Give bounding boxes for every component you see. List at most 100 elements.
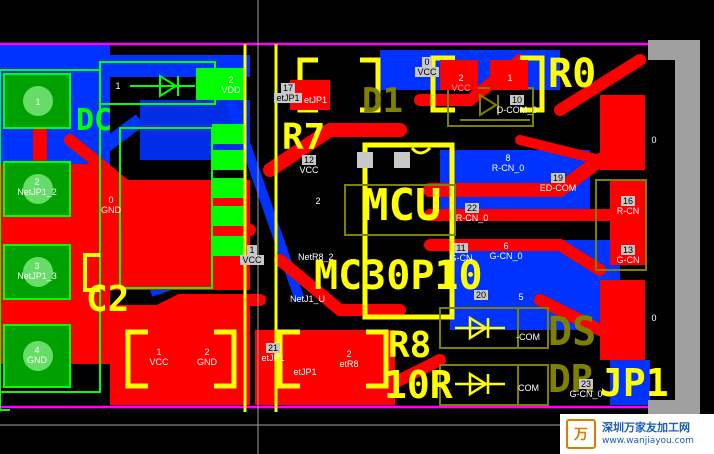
pad-number: 19: [550, 173, 565, 183]
refdes-mcu: MCU: [362, 180, 442, 231]
pad-11[interactable]: 11 G-CN: [446, 240, 476, 266]
pad-number: 2: [458, 73, 464, 83]
pad-net: etJP1: [261, 353, 285, 363]
pad-number: 20: [473, 290, 488, 300]
pad-23[interactable]: 23 G-CN_0: [566, 376, 606, 402]
pad-net: G-CN_0: [569, 389, 603, 399]
pad-r0-1[interactable]: 1: [498, 70, 522, 86]
pad-c2-2[interactable]: 2 GND: [190, 344, 224, 370]
pad-number: 2: [315, 196, 321, 206]
pad-number: 1: [115, 81, 121, 91]
pad-net: NetJP1_2: [17, 187, 57, 197]
pad-net: VCC: [240, 255, 264, 265]
pad-r0-2[interactable]: 2 VCC: [446, 70, 476, 96]
pad-net: G-CN: [616, 255, 640, 265]
pad-8[interactable]: 8 R-CN_0: [488, 150, 528, 176]
pad-c2-1[interactable]: 1 VCC: [142, 344, 176, 370]
pad-net: G-CN: [449, 253, 473, 263]
pad-20[interactable]: 20: [468, 286, 494, 304]
pad-number: 3: [34, 261, 40, 271]
net-label-netr8: NetR8_2: [298, 252, 334, 262]
pad-net: etR8: [339, 359, 359, 369]
pad-number: 4: [34, 345, 40, 355]
pad-number: 10: [509, 95, 524, 105]
pad-conn-1[interactable]: 1: [24, 92, 52, 112]
watermark-title: 深圳万家友加工网: [602, 421, 690, 434]
watermark-url: www.wanjiayou.com: [602, 436, 694, 446]
pad-number: 1: [35, 97, 41, 107]
refdes-ds: DS: [548, 309, 597, 355]
refdes-c2: C2: [86, 279, 130, 320]
pad-6[interactable]: 6 G-CN_0: [486, 238, 526, 264]
pad-2[interactable]: 2: [308, 194, 328, 208]
pad-conn-4[interactable]: 4 GND: [8, 340, 66, 370]
pad-net: VCC: [451, 83, 471, 93]
refdes-r8-value: 10R: [384, 363, 453, 407]
pad-net: GND: [27, 355, 47, 365]
pad-number: 2: [228, 75, 234, 85]
pad-10[interactable]: 10 D-COM_0: [494, 92, 540, 118]
pad-number: 23: [578, 379, 593, 389]
refdes-r0: R0: [548, 51, 597, 97]
pad-jp1-0-top[interactable]: 0: [644, 132, 664, 148]
pad-net: etJP1: [293, 367, 317, 377]
pad-jp1-0-bottom[interactable]: 0: [644, 310, 664, 326]
pad-net: R-CN: [616, 206, 640, 216]
pad-number: 2: [346, 349, 352, 359]
pad-net: GND: [197, 357, 217, 367]
pad-net: VCC: [149, 357, 169, 367]
pad-net: VDD: [221, 85, 241, 95]
pad-number: 1: [507, 73, 513, 83]
pad-12[interactable]: 12 VCC: [292, 152, 326, 178]
pad-net: D-COM_0: [496, 105, 538, 115]
net-label-com-2: COM: [518, 383, 539, 393]
pad-number: 22: [464, 203, 479, 213]
pad-net: etJP1: [274, 93, 302, 103]
refdes-dc: DC: [76, 103, 113, 138]
pad-number: 0: [422, 57, 432, 67]
watermark-logo-icon: 万: [566, 419, 596, 449]
pad-conn-3[interactable]: 3 NetJP1_3: [8, 256, 66, 286]
net-label-com-1: -COM: [516, 332, 540, 342]
pad-net: R-CN_0: [491, 163, 525, 173]
pad-21[interactable]: 21 etJP1: [256, 340, 290, 366]
pad-net: GND: [101, 205, 121, 215]
pad-dc-1[interactable]: 1: [108, 78, 128, 94]
pad-net: VCC: [415, 67, 439, 77]
pad-number: 6: [503, 241, 509, 251]
pad-0-vcc[interactable]: 0 VCC: [410, 54, 444, 80]
pad-dc-2[interactable]: 2 VDD: [212, 72, 250, 98]
pad-vcc-1[interactable]: 1 VCC: [236, 242, 268, 268]
pad-5[interactable]: 5: [512, 290, 530, 304]
pad-number: 21: [265, 343, 280, 353]
pad-number: 11: [454, 243, 468, 253]
pad-net: NetJP1_3: [17, 271, 57, 281]
pad-13[interactable]: 13 G-CN: [610, 242, 646, 268]
pad-r8-1[interactable]: etJP1: [288, 364, 322, 380]
net-label-netj1u: NetJ1_U: [290, 294, 326, 304]
pad-number: 1: [247, 245, 257, 255]
refdes-r7: R7: [282, 117, 326, 158]
pad-19[interactable]: 19 ED-COM: [536, 170, 580, 196]
pad-17[interactable]: 17 etJP1: [272, 80, 304, 106]
pad-number: 0: [108, 195, 114, 205]
watermark: 万 深圳万家友加工网 www.wanjiayou.com: [560, 414, 714, 454]
pad-net: ED-COM: [539, 183, 577, 193]
pad-dc-0[interactable]: 0 GND: [96, 192, 126, 218]
pad-net: R-CN_0: [455, 213, 489, 223]
pad-number: 2: [204, 347, 210, 357]
pad-number: 13: [620, 245, 635, 255]
net-label-etjp1: etJP1: [304, 95, 328, 105]
pad-16[interactable]: 16 R-CN: [610, 193, 646, 219]
pad-number: 12: [301, 155, 316, 165]
pad-conn-2[interactable]: 2 NetJP1_2: [8, 172, 66, 202]
pad-number: 5: [518, 292, 524, 302]
pad-net: VCC: [299, 165, 319, 175]
pad-r8-2[interactable]: 2 etR8: [332, 346, 366, 372]
pad-number: 16: [620, 196, 635, 206]
pad-number: 17: [280, 83, 295, 93]
pad-net: G-CN_0: [489, 251, 523, 261]
refdes-part: MC30P10: [314, 253, 483, 299]
pad-22[interactable]: 22 R-CN_0: [452, 200, 492, 226]
